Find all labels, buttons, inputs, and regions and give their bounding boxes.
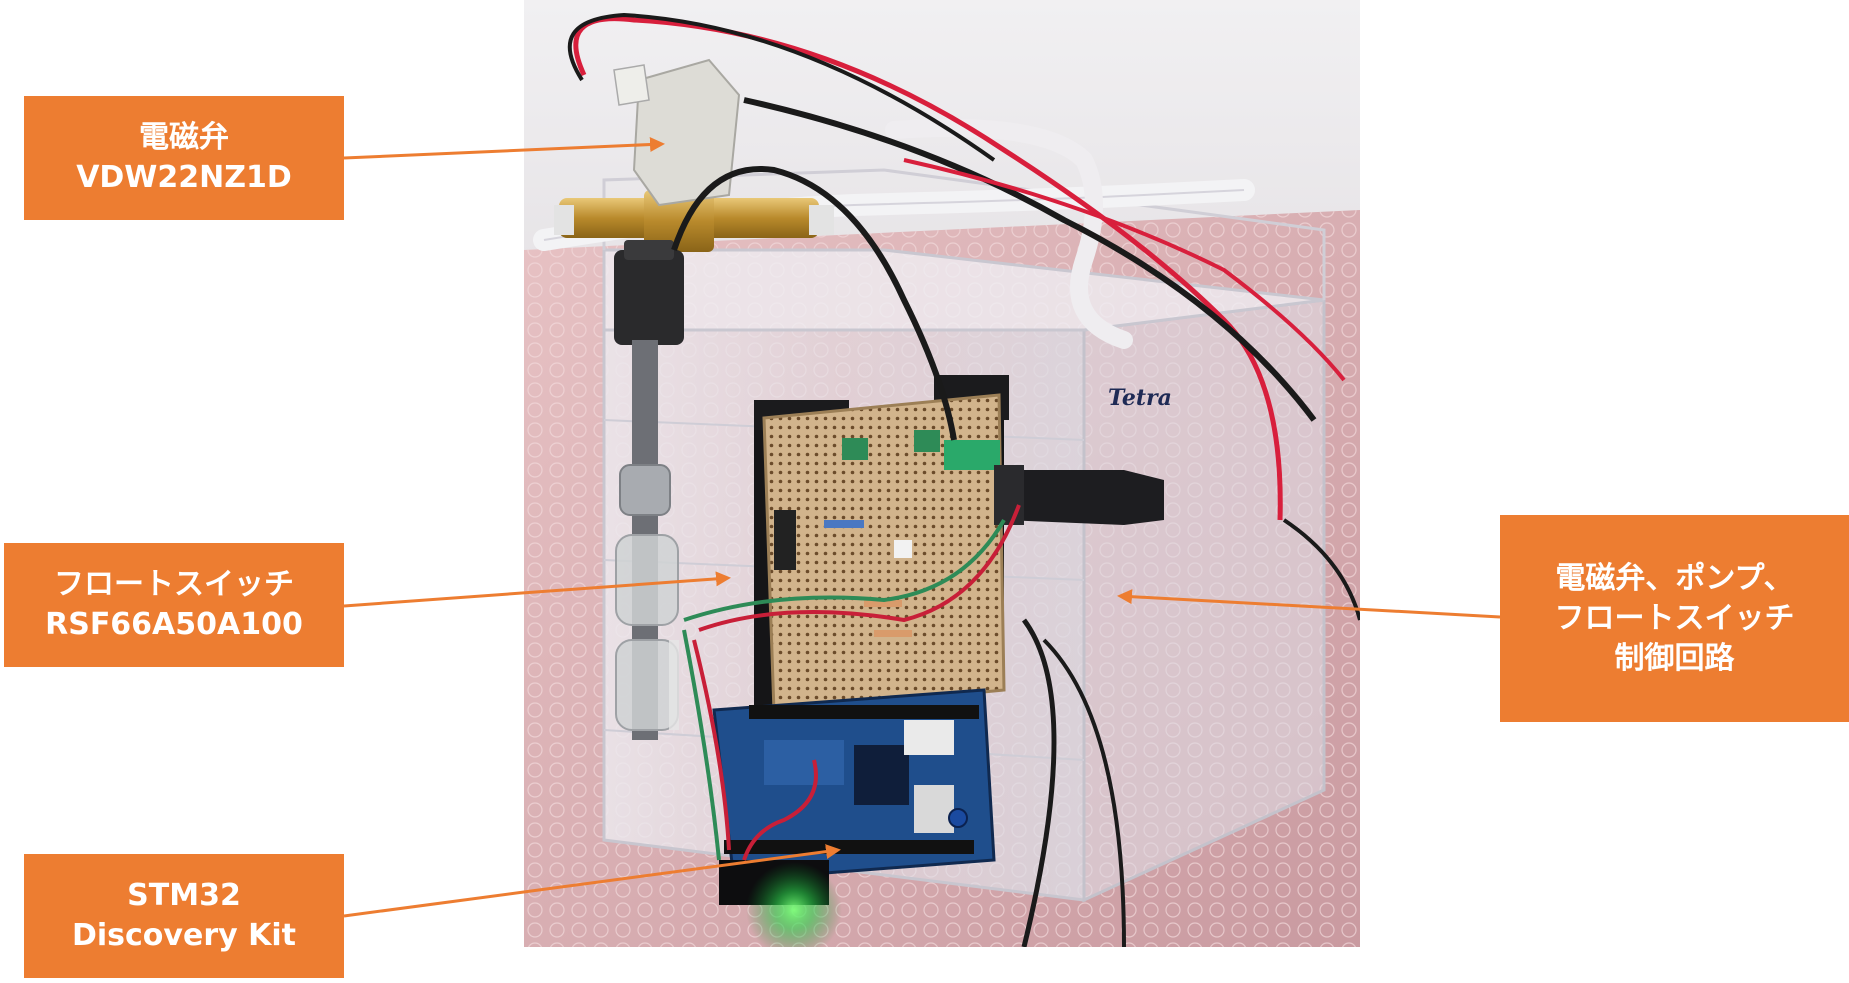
solenoid-valve-label: 電磁弁 VDW22NZ1D [24, 96, 344, 220]
control-circuit-arrow [1117, 589, 1501, 619]
float-switch-label-line2: RSF66A50A100 [45, 607, 303, 642]
float-switch-arrow [343, 571, 731, 608]
svg-text:Tetra: Tetra [1108, 385, 1172, 411]
discovery-kit-arrow [343, 844, 841, 918]
device-photo: Tetra [524, 0, 1360, 947]
control-circuit-label: 電磁弁、ポンプ、 フロートスイッチ 制御回路 [1500, 515, 1849, 722]
solenoid-valve-label-line1: 電磁弁 [139, 120, 229, 155]
float-switch-label: フロートスイッチ RSF66A50A100 [4, 543, 344, 667]
float-switch-label-line1: フロートスイッチ [54, 567, 294, 602]
control-circuit-label-line2: フロートスイッチ [1554, 600, 1795, 636]
discovery-kit-label: STM32 Discovery Kit [24, 854, 344, 978]
solenoid-valve-label-line2: VDW22NZ1D [76, 160, 292, 195]
control-circuit-label-line1: 電磁弁、ポンプ、 [1555, 560, 1794, 596]
discovery-kit-label-line2: Discovery Kit [71, 918, 296, 953]
discovery-kit-label-line1: STM32 [127, 878, 241, 913]
control-circuit-label-line3: 制御回路 [1614, 640, 1735, 676]
solenoid-valve-arrow [343, 137, 665, 160]
